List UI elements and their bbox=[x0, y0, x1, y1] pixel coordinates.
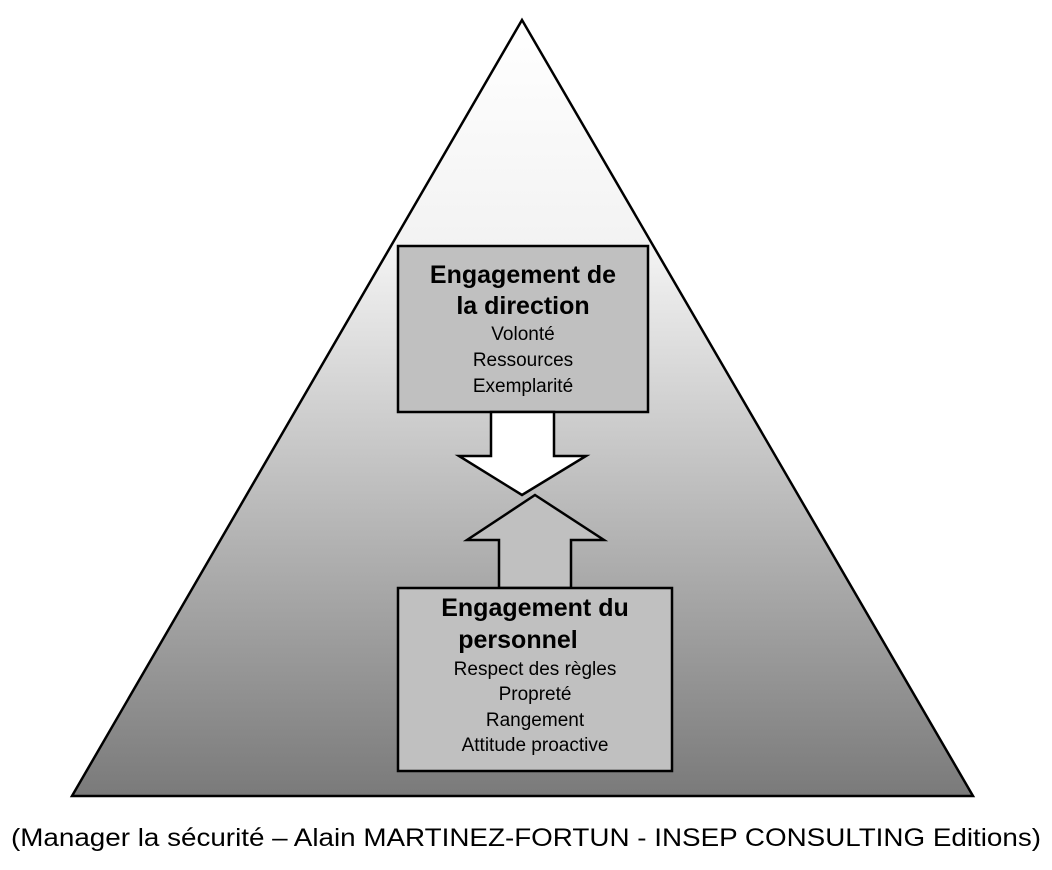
top-box-item: Exemplarité bbox=[473, 376, 573, 397]
bottom-box-title-line-1: Engagement du bbox=[441, 594, 629, 622]
top-box-item: Ressources bbox=[473, 350, 573, 371]
bottom-box-title-line-2: personnel bbox=[458, 626, 577, 654]
bottom-box-item: Respect des règles bbox=[454, 659, 617, 680]
source-caption: (Manager la sécurité – Alain MARTINEZ-FO… bbox=[11, 824, 1041, 852]
top-box bbox=[396, 244, 650, 414]
bottom-box-item: Propreté bbox=[499, 684, 572, 705]
bottom-box-item: Attitude proactive bbox=[462, 735, 609, 756]
down-arrow bbox=[454, 410, 591, 497]
bottom-box-item: Rangement bbox=[486, 710, 585, 731]
top-box-title-line-1: Engagement de bbox=[430, 261, 616, 289]
top-box-item: Volonté bbox=[491, 324, 554, 345]
bottom-box bbox=[396, 586, 674, 773]
top-box-title-line-2: la direction bbox=[456, 292, 589, 320]
